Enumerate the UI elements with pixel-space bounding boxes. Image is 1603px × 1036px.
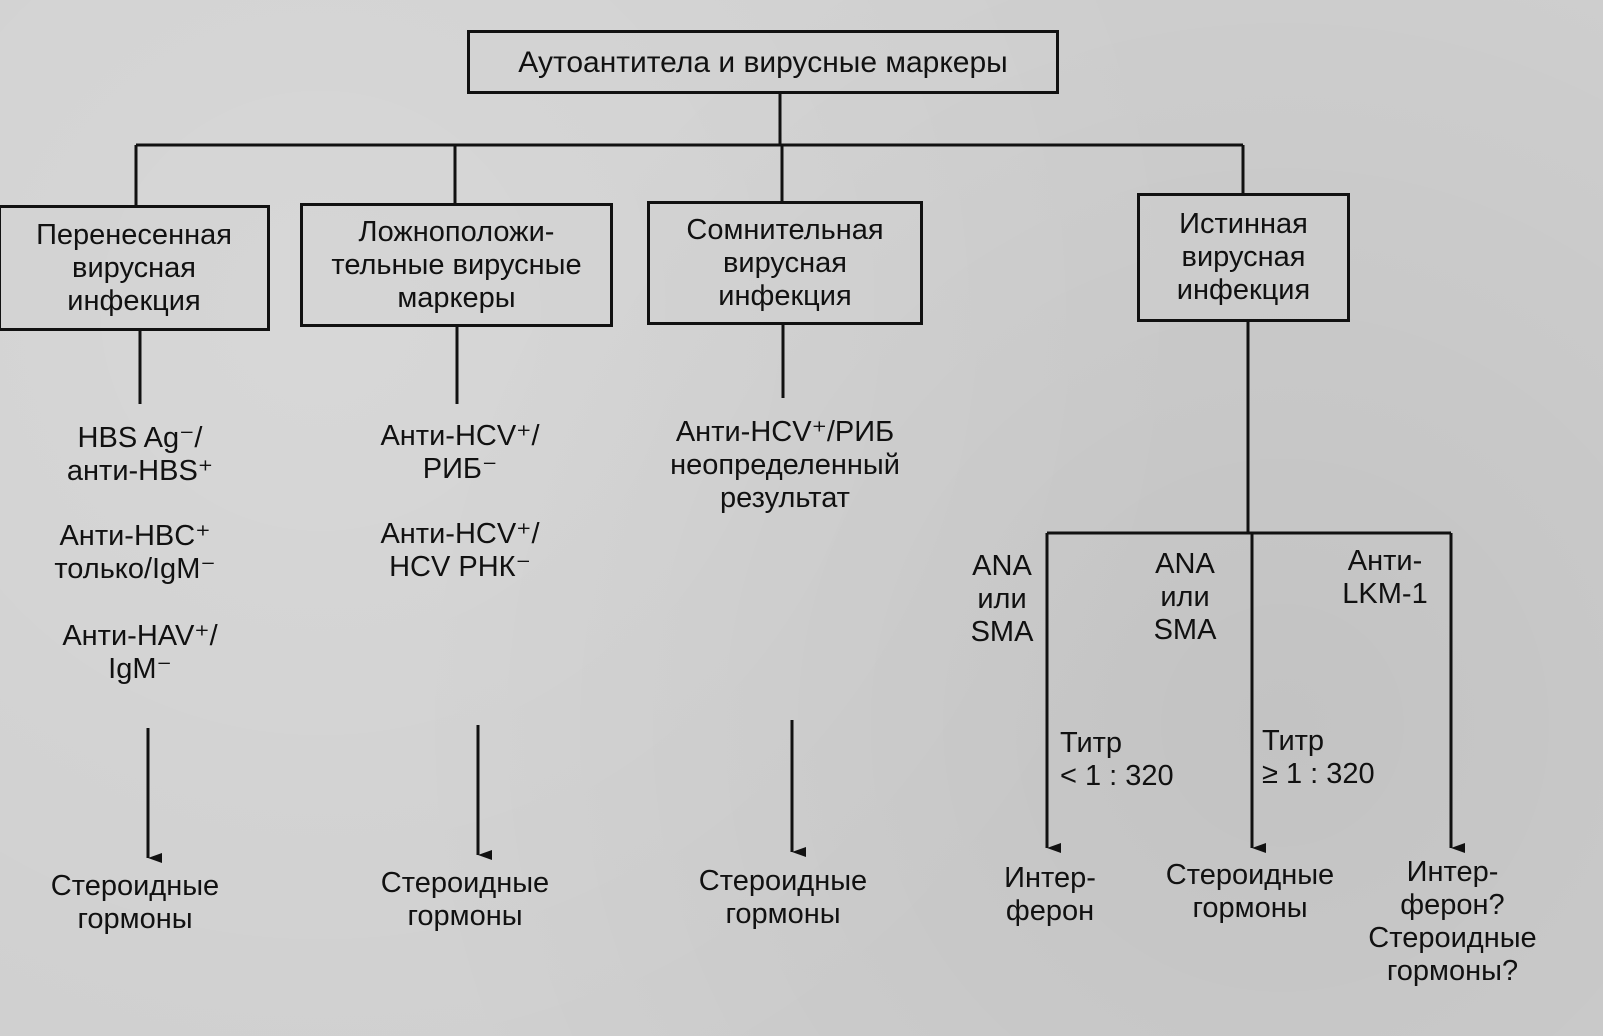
marker-hcv-rna-neg: Анти-HCV⁺/ HCV РНК⁻ <box>380 518 540 583</box>
marker-hav: Анти-HAV⁺/ IgM⁻ <box>62 620 218 685</box>
category-false-positive: Ложноположи- тельные вирусные маркеры <box>300 203 613 327</box>
marker-anti-lkm1: Анти- LKM-1 <box>1342 545 1428 610</box>
category-past-infection: Перенесенная вирусная инфекция <box>0 205 270 331</box>
category-true-infection-label: Истинная вирусная инфекция <box>1176 208 1311 306</box>
outcome-interferon-or-steroids: Интер- ферон? Стероидные гормоны? <box>1368 856 1537 987</box>
outcome-steroids-4: Стероидные гормоны <box>1165 859 1335 924</box>
marker-ana-sma-1: ANA или SMA <box>970 550 1034 648</box>
category-true-infection: Истинная вирусная инфекция <box>1137 193 1350 322</box>
marker-ana-sma-2: ANA или SMA <box>1153 548 1217 646</box>
marker-hbs: HBS Ag⁻/ анти-HBS⁺ <box>66 422 214 487</box>
marker-hcv-rib-neg: Анти-HCV⁺/ РИБ⁻ <box>380 420 540 485</box>
root-node: Аутоантитела и вирусные маркеры <box>467 30 1059 94</box>
category-doubtful-infection: Сомнительная вирусная инфекция <box>647 201 923 325</box>
marker-hcv-rib-indeterminate: Анти-HCV⁺/РИБ неопределенный результат <box>670 416 900 514</box>
titer-high: Титр ≥ 1 : 320 <box>1262 725 1375 790</box>
titer-low: Титр < 1 : 320 <box>1060 727 1174 792</box>
outcome-steroids-2: Стероидные гормоны <box>380 867 550 932</box>
category-doubtful-infection-label: Сомнительная вирусная инфекция <box>686 213 884 312</box>
category-past-infection-label: Перенесенная вирусная инфекция <box>36 218 232 317</box>
outcome-steroids-3: Стероидные гормоны <box>698 865 868 930</box>
category-false-positive-label: Ложноположи- тельные вирусные маркеры <box>331 215 582 314</box>
marker-hbc: Анти-HBC⁺ только/IgM⁻ <box>54 520 216 585</box>
outcome-steroids-1: Стероидные гормоны <box>50 870 220 935</box>
outcome-interferon: Интер- ферон <box>1004 862 1096 927</box>
